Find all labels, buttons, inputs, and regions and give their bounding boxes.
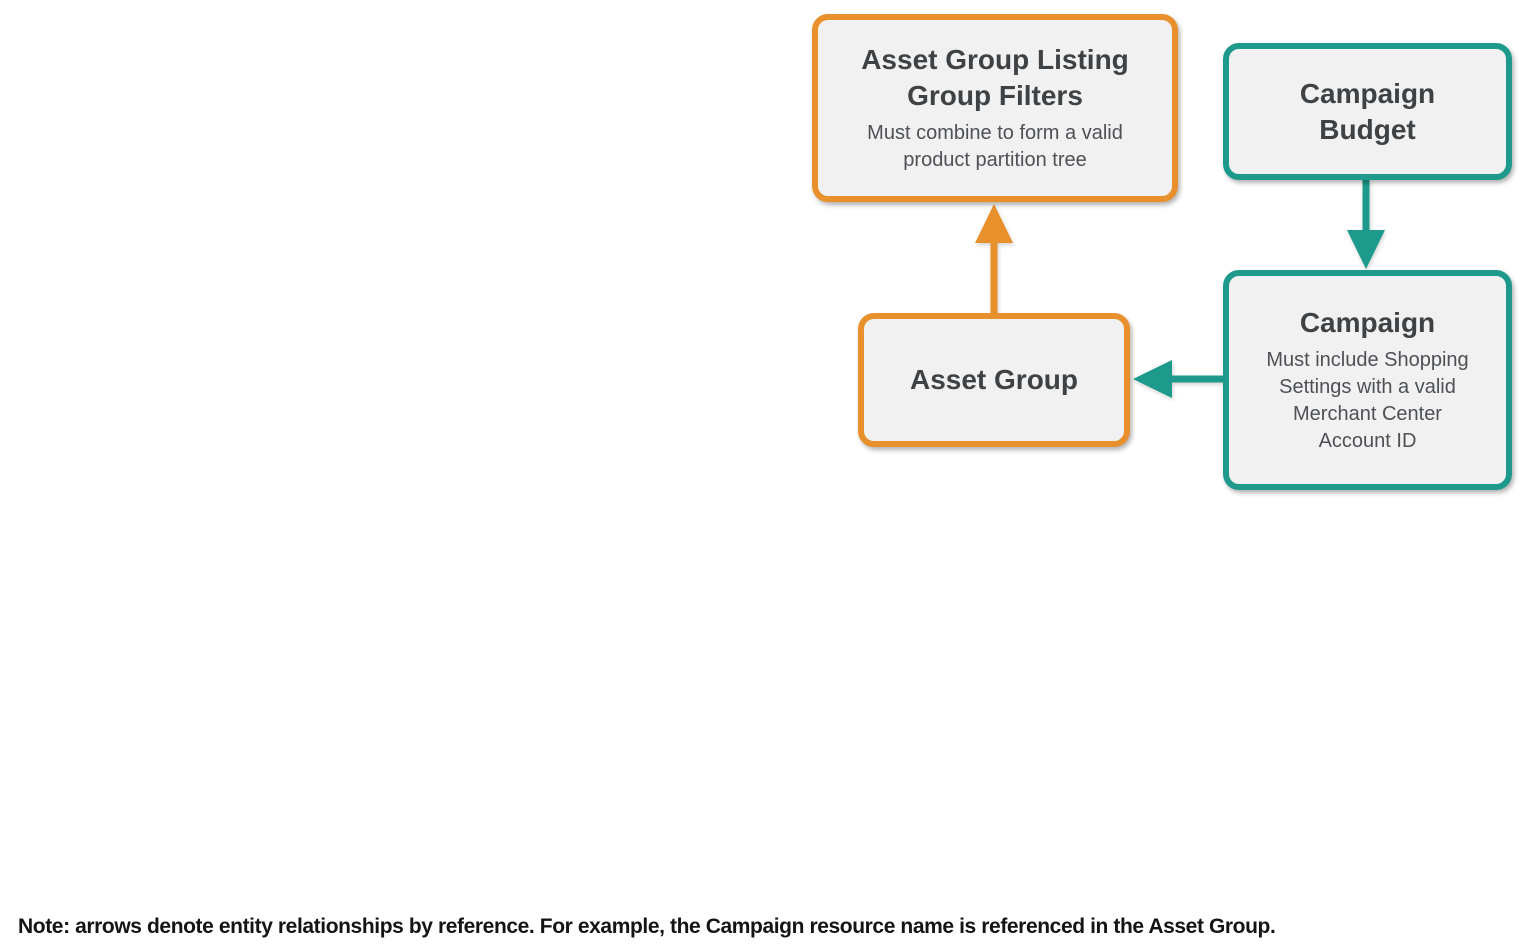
node-asset-group-listing-group-filters: Asset Group Listing Group Filters Must c… (812, 14, 1178, 202)
node-title: Campaign (1299, 307, 1436, 339)
node-campaign-budget: Campaign Budget (1223, 43, 1512, 180)
edge-campaign-budget-to-campaign (1347, 180, 1385, 269)
node-campaign: Campaign Must include Shopping Settings … (1223, 270, 1512, 490)
node-subtitle: Must include Shopping Settings with a va… (1266, 348, 1469, 452)
node-subtitle: Must combine to form a valid product par… (867, 121, 1123, 171)
node-asset-group: Asset Group (858, 313, 1130, 447)
footnote: Note: arrows denote entity relationships… (18, 915, 1276, 938)
edge-asset-group-to-filters (975, 204, 1013, 313)
node-title: Asset Group Listing Group Filters (861, 44, 1129, 111)
node-title: Campaign Budget (1299, 77, 1436, 145)
node-title: Asset Group (909, 364, 1079, 396)
edge-campaign-to-asset-group (1133, 360, 1223, 398)
